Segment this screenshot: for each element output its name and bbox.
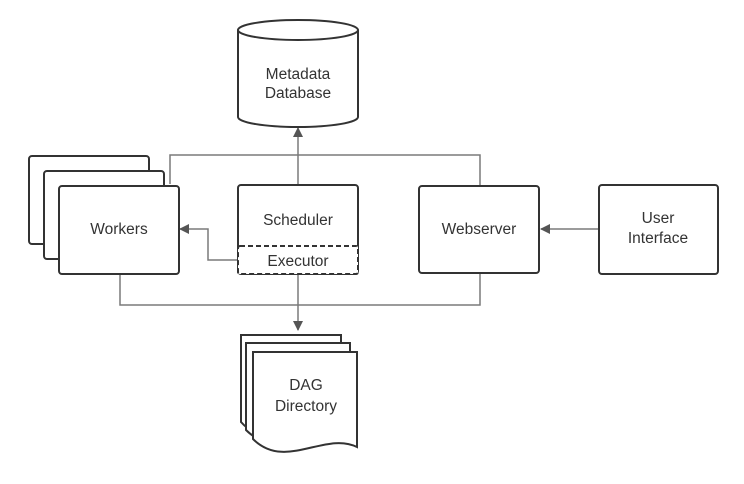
executor-label: Executor [267,253,328,270]
workers-label: Workers [90,221,148,238]
user-interface-label-line2: Interface [628,230,688,247]
webserver-label: Webserver [442,221,517,238]
dag-directory-label-line1: DAG [289,377,323,394]
metadata-database-node: Metadata Database [237,19,359,128]
executor-box [237,245,359,275]
workers-node: Workers [28,155,180,275]
user-interface-label-line1: User [642,210,675,227]
scheduler-label: Scheduler [263,212,333,229]
metadata-database-label-line1: Metadata [266,66,331,83]
connector-workers-to-database [169,154,481,186]
dag-directory-node: DAG Directory [240,334,358,453]
connector-executor-to-workers [179,224,238,261]
dag-directory-label-line2: Directory [275,398,337,415]
scheduler-node: Scheduler Executor [237,184,359,275]
metadata-database-label-line2: Database [265,85,331,102]
user-interface-node: User Interface [598,184,719,275]
webserver-node: Webserver [418,185,540,274]
connector-workers-to-dag-directory [119,273,481,306]
connectors [119,127,598,331]
